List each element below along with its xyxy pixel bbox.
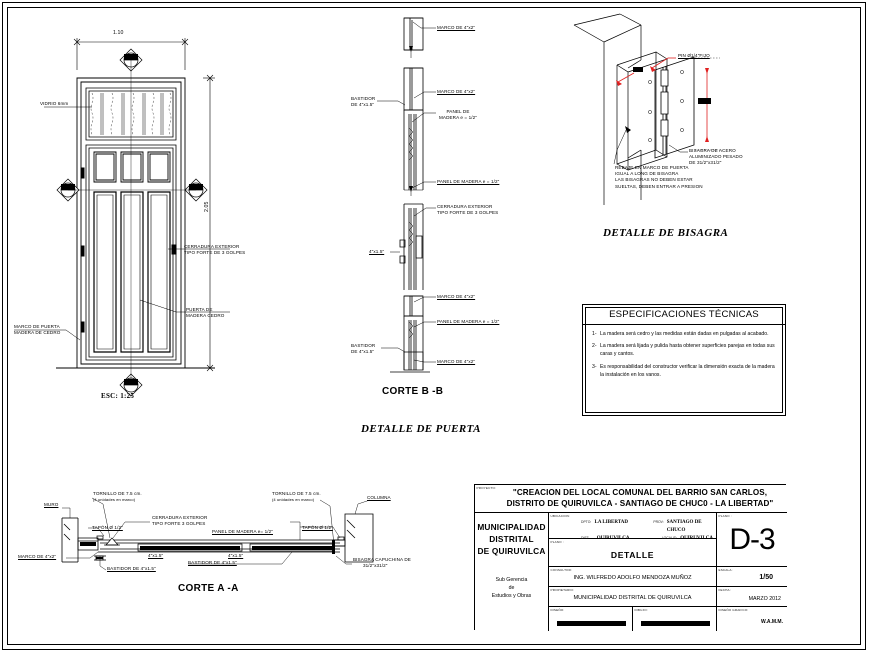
tb-location-row-1: DPTO: LA LIBERTAD PROV: SANTIAGO DE CHUC…: [581, 519, 713, 535]
label-cerradura-exterior-elev: CERRADURA EXTERIOR TIPO FORTE DE 3 GOLPE…: [184, 244, 246, 256]
tb-graphic-design-tag: DISEÑO GRAFICO:: [718, 608, 749, 612]
tb-scale-tag: ESCALA:: [718, 568, 733, 572]
tb-location-row-2: DIST: QUIRUVILCA LOCALID: QUIRUVILCA: [581, 535, 713, 543]
tb-owner-cell: PROPIETARIO: MUNICIPALIDAD DISTRITAL DE …: [549, 587, 717, 607]
tb-drawing-name-tag: PLANO :: [550, 540, 564, 544]
tb-sheet-number-cell: PLANO : D-3: [717, 513, 787, 567]
label-4x15-bb: 4"x1.5": [369, 249, 385, 254]
spec-item-2: 2-La madera será lijada y pulida hasta o…: [592, 343, 775, 358]
tb-dpto-key: DPTO:: [581, 520, 592, 524]
tb-dist-value: QUIRUVILCA: [596, 535, 630, 541]
tb-date-value: MARZO 2012: [748, 596, 781, 602]
specs-inner-border: [585, 307, 783, 413]
corte-bb-title: CORTE B -B: [382, 386, 444, 397]
sheet-border-inner: [7, 7, 861, 645]
especificaciones-tecnicas-box: ESPECIFICACIONES TÉCNICAS 1-La madera se…: [582, 304, 786, 416]
specs-list: 1-La madera será cedro y las medidas est…: [583, 324, 785, 384]
label-marco-4x2-a: MARCO DE 4"x2": [437, 25, 476, 30]
title-block: PROYECTO: "CREACION DEL LOCAL COMUNAL DE…: [474, 484, 787, 631]
label-marco-puerta-cedro: MARCO DE PUERTA MADERA DE CEDRO: [14, 324, 61, 336]
label-tapon-a: TAPÓN Ø 1/2": [92, 525, 123, 530]
tb-location-grid: DPTO: LA LIBERTAD PROV: SANTIAGO DE CHUC…: [581, 519, 713, 542]
tb-owner-value: MUNICIPALIDAD DISTRITAL DE QUIRUVILCA: [573, 595, 692, 601]
tb-location-tag: UBICACION:: [550, 514, 571, 518]
tb-dist-key: DIST:: [581, 535, 590, 540]
label-marco-4x2-b: MARCO DE 4"x2": [437, 89, 476, 94]
label-panel-madera-b: PANEL DE MADERA e = 1/2": [437, 179, 500, 184]
tb-localid-value: QUIRUVILCA: [680, 535, 713, 541]
tb-owner-tag: PROPIETARIO:: [550, 588, 575, 592]
tb-dpto-value: LA LIBERTAD: [594, 520, 629, 525]
tb-drafting-redacted-bar: [641, 621, 710, 626]
label-vidrio: VIDRIO 6mm: [40, 101, 69, 106]
label-puerta-madera-cedro: PUERTA DE MADERA CEDRO: [186, 307, 225, 319]
tb-location-cell: UBICACION: DPTO: LA LIBERTAD PROV: SANTI…: [549, 513, 717, 542]
tb-design-tag: DISEÑO:: [550, 608, 565, 612]
label-columna: COLUMNA: [367, 495, 391, 500]
tb-consultant-tag: CONSULTOR:: [550, 568, 572, 572]
tb-project-tag: PROYECTO:: [476, 486, 497, 490]
spec-item-1: 1-La madera será cedro y las medidas est…: [592, 331, 769, 337]
door-elevation-scale: ESC: 1:25: [101, 392, 135, 400]
label-bisagra-acero: BISAGRA DE ACERO ALUMINIZADO PESADO DE 3…: [689, 148, 743, 166]
tb-scale-cell: ESCALA: 1/50: [717, 567, 787, 587]
label-tapon-b: TAPÓN Ø 1/2": [302, 525, 333, 530]
tb-drawing-name-cell: PLANO : DETALLE: [549, 539, 717, 567]
detalle-bisagra-title: DETALLE DE BISAGRA: [603, 227, 729, 239]
tb-prov-key: PROV:: [653, 520, 664, 524]
tb-drafting-cell: DIBUJO:: [633, 607, 717, 631]
tb-graphic-design-value: W.A.M.M.: [761, 619, 783, 625]
tb-drawing-name-value: DETALLE: [610, 550, 655, 560]
label-panel-madera-c: PANEL DE MADERA e = 1/2": [437, 319, 500, 324]
tb-consultant-cell: CONSULTOR: ING. WILFREDO ADOLFO MENDOZA …: [549, 567, 717, 587]
label-muro: MURO: [44, 502, 59, 507]
label-4x15-aa-b: 4"x1.5": [228, 553, 244, 558]
tb-scale-value: 1/50: [759, 574, 773, 581]
tb-subgerencia: Sub Gerencia de Estudios y Obras: [491, 577, 532, 599]
tb-localid-key: LOCALID:: [661, 535, 678, 540]
dim-door-width: 1.10: [113, 30, 124, 36]
label-marco-4x2-d: MARCO DE 4"x2": [437, 359, 476, 364]
label-marco-4x2-c: MARCO DE 4"x2": [437, 294, 476, 299]
tb-sheet-number-tag: PLANO :: [718, 514, 732, 518]
tb-consultant-value: ING. WILFREDO ADOLFO MENDOZA MUÑOZ: [573, 575, 692, 581]
specs-heading: ESPECIFICACIONES TÉCNICAS: [583, 305, 785, 325]
tb-project-text: "CREACION DEL LOCAL COMUNAL DEL BARRIO S…: [506, 487, 774, 508]
detalle-de-puerta-title: DETALLE DE PUERTA: [361, 423, 481, 435]
tb-entity-cell: MUNICIPALIDAD DISTRITAL DE QUIRUVILCA Su…: [475, 513, 549, 631]
tb-design-cell: DISEÑO:: [549, 607, 633, 631]
label-panel-madera-aa: PANEL DE MADERA e= 1/2": [212, 529, 273, 534]
label-tornillo-a: TORNILLO DE 7.5 cm.(4 unidades en marco): [93, 491, 142, 503]
label-4x15-aa-a: 4"x1.5": [148, 553, 164, 558]
corte-aa-title: CORTE A -A: [178, 583, 239, 594]
label-bastidor-aa-b: BASTIDOR DE 4"x1.5": [188, 560, 237, 565]
label-marco-4x2-aa: MARCO DE 4"x2": [18, 554, 57, 559]
label-bastidor-aa-a: BASTIDOR DE 4"x1.5": [107, 566, 156, 571]
tb-design-redacted-bar: [557, 621, 626, 626]
label-pin-fijo: PIN Ø1/4"FIJO: [678, 53, 710, 58]
spec-item-3: 3-Es responsabilidad del constructor ver…: [592, 363, 775, 378]
tb-drafting-tag: DIBUJO:: [634, 608, 648, 612]
tb-project-cell: PROYECTO: "CREACION DEL LOCAL COMUNAL DE…: [475, 485, 787, 513]
tb-date-cell: FECHA: MARZO 2012: [717, 587, 787, 607]
tb-graphic-design-cell: DISEÑO GRAFICO: W.A.M.M.: [717, 607, 787, 631]
label-tornillo-b: TORNILLO DE 7.5 cm.(4 unidades en marco): [272, 491, 321, 503]
tb-date-tag: FECHA:: [718, 588, 731, 592]
label-rebaje-marco: REBAJE EN MARCO DE PUERTA IGUAL A LONG D…: [615, 165, 703, 189]
tb-prov-value: SANTIAGO DE CHUCO: [666, 520, 702, 533]
tb-entity-name: MUNICIPALIDAD DISTRITAL DE QUIRUVILCA: [477, 522, 546, 557]
tb-sheet-number-value: D-3: [729, 523, 775, 556]
